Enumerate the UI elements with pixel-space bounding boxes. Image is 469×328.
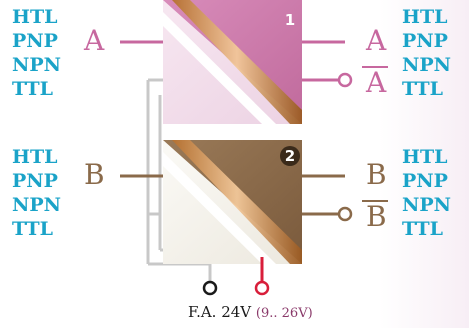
logic-type: TTL	[12, 78, 53, 100]
channel-2-wires	[120, 174, 388, 222]
supply-range: (9.. 26V)	[255, 306, 313, 321]
converter-module-1	[163, 0, 302, 124]
supply-terminals	[202, 257, 270, 296]
power-supply-label: F.A. 24V (9.. 26V)	[188, 303, 313, 321]
background-fade	[379, 0, 469, 328]
module-number-1: 1	[284, 11, 296, 29]
logic-type: NPN	[12, 194, 62, 216]
input-logic-list-b: HTL PNP NPN TTL	[12, 145, 61, 241]
logic-type: TTL	[12, 218, 53, 240]
logic-type: HTL	[402, 146, 448, 168]
logic-type: NPN	[12, 54, 62, 76]
supply-voltage: F.A. 24V	[188, 303, 252, 321]
logic-type: PNP	[402, 30, 448, 52]
output-logic-list-b: HTL PNP NPN TTL	[402, 145, 451, 241]
logic-type: NPN	[402, 194, 452, 216]
output-label-b-inverted: B	[366, 200, 387, 233]
input-logic-list-a: HTL PNP NPN TTL	[12, 5, 61, 101]
logic-type: HTL	[12, 6, 58, 28]
logic-type: PNP	[402, 170, 448, 192]
output-label-a-inverted: A	[366, 66, 387, 99]
logic-type: PNP	[12, 30, 58, 52]
logic-type: TTL	[402, 78, 443, 100]
output-label-b: B	[366, 158, 387, 191]
logic-type: TTL	[402, 218, 443, 240]
logic-type: HTL	[12, 146, 58, 168]
logic-type: NPN	[402, 54, 452, 76]
input-label-b: B	[84, 158, 105, 191]
logic-type: PNP	[12, 170, 58, 192]
logic-type: HTL	[402, 6, 448, 28]
output-logic-list-a: HTL PNP NPN TTL	[402, 5, 451, 101]
input-label-a: A	[84, 24, 105, 57]
converter-module-2	[163, 140, 302, 264]
channel-1-wires	[120, 40, 388, 88]
output-label-a: A	[366, 24, 387, 57]
module-number-2: 2	[280, 146, 300, 166]
